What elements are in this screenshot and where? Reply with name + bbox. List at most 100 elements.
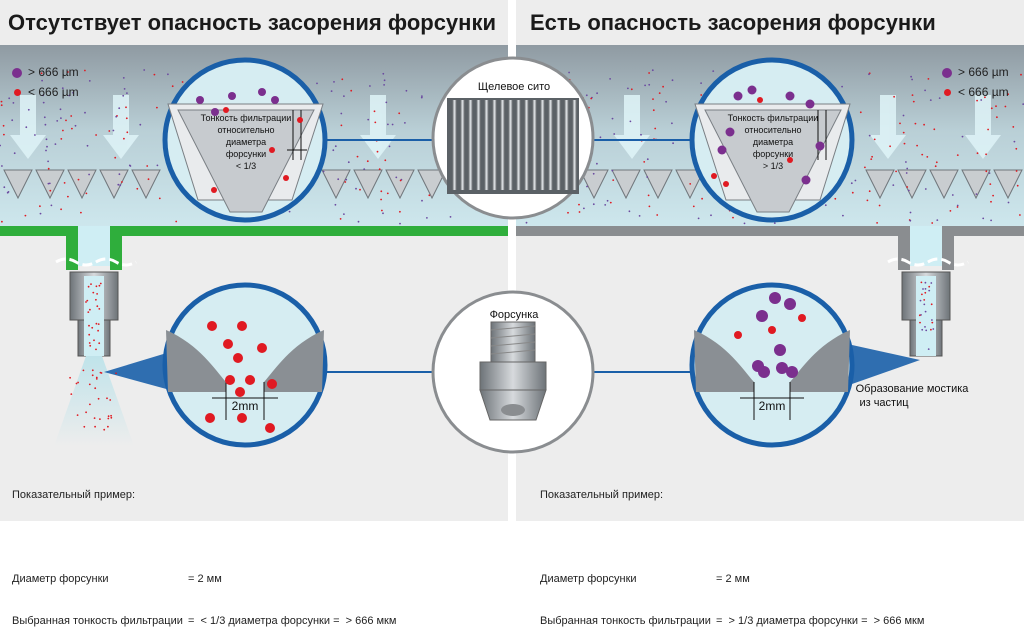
fluid-particle (924, 281, 927, 284)
fluid-particle (850, 182, 853, 185)
left-legend: > 666 µm < 666 µm (12, 62, 79, 102)
fluid-particle (340, 112, 343, 115)
fluid-particle (956, 154, 959, 157)
fluid-particle (383, 84, 385, 86)
left-nozzle-zoom (162, 282, 328, 448)
left-funnel-text-5: < 1/3 (236, 161, 256, 171)
fluid-particle (92, 291, 95, 294)
fluid-particle (927, 78, 930, 80)
fluid-particle (841, 85, 843, 88)
fluid-particle (391, 123, 394, 126)
fluid-particle (399, 179, 402, 182)
fluid-particle (381, 209, 383, 212)
fluid-particle (1, 165, 3, 167)
fluid-particle (911, 78, 913, 81)
big-particle (211, 108, 219, 116)
spray-particle (107, 425, 109, 428)
fluid-particle (578, 211, 581, 213)
fluid-particle (961, 135, 964, 138)
fluid-particle (88, 324, 90, 327)
fluid-particle (606, 199, 609, 202)
big-particle (228, 92, 236, 100)
spray-particle (106, 397, 108, 400)
spray-particle (115, 372, 117, 375)
fluid-particle (80, 211, 82, 214)
fluid-particle (1019, 214, 1021, 216)
fluid-particle (123, 88, 126, 90)
ok-pipe (0, 226, 508, 236)
fluid-particle (930, 303, 933, 306)
fluid-particle (382, 72, 385, 75)
fluid-particle (369, 85, 371, 87)
fluid-particle (380, 198, 382, 201)
fluid-particle (936, 219, 939, 222)
fluid-particle (373, 110, 376, 113)
fluid-particle (627, 87, 629, 90)
small-particle (267, 379, 277, 389)
bad-pipe (516, 226, 1024, 236)
fluid-particle (341, 78, 344, 81)
fluid-particle (334, 145, 337, 148)
small-particle (237, 413, 247, 423)
fluid-particle (72, 91, 74, 94)
fluid-particle (98, 342, 101, 345)
sieve-bar (484, 100, 489, 190)
left-funnel-text-2: относительно (217, 125, 274, 135)
fluid-particle (920, 281, 923, 284)
fluid-particle (87, 311, 90, 313)
fluid-particle (928, 285, 931, 288)
sieve-bar (452, 100, 457, 190)
small-particle (205, 413, 215, 423)
fluid-particle (171, 85, 174, 88)
fluid-particle (923, 303, 926, 306)
right-legend: > 666 µm < 666 µm (942, 62, 1009, 102)
fluid-particle (50, 204, 53, 207)
spray-particle (82, 369, 85, 372)
big-particle (801, 175, 811, 185)
fluid-particle (156, 106, 158, 109)
small-particle (723, 181, 729, 187)
fluid-particle (345, 178, 348, 181)
fluid-particle (112, 129, 115, 132)
fluid-particle (386, 192, 389, 195)
fluid-particle (12, 102, 15, 104)
fluid-particle (77, 178, 80, 181)
fluid-particle (933, 128, 936, 131)
fluid-particle (1012, 126, 1015, 128)
fluid-particle (868, 134, 871, 137)
example-title: Показательный пример: (540, 489, 664, 501)
fluid-particle (3, 133, 5, 136)
fluid-particle (988, 172, 991, 175)
fluid-particle (98, 284, 101, 287)
bridge-caption-1: Образование мостика (856, 383, 970, 395)
fluid-particle (404, 122, 406, 124)
fluid-particle (59, 108, 62, 111)
spray-particle (103, 428, 106, 431)
fluid-particle (88, 333, 91, 336)
legend-big-particle: > 666 µm (942, 62, 1009, 82)
fluid-particle (97, 323, 100, 325)
fluid-particle (60, 138, 63, 140)
big-particle (774, 344, 786, 356)
small-particle (223, 339, 233, 349)
sieve-bar (564, 100, 569, 190)
fluid-particle (1, 220, 3, 223)
fluid-particle (86, 299, 89, 302)
fluid-particle (909, 211, 912, 214)
fluid-particle (95, 322, 98, 325)
fluid-particle (1004, 105, 1007, 108)
fluid-particle (343, 213, 345, 216)
fluid-particle (647, 194, 650, 197)
fluid-particle (366, 160, 369, 163)
fluid-particle (118, 107, 121, 110)
fluid-particle (919, 321, 921, 324)
spray-particle (88, 383, 91, 386)
fluid-particle (919, 299, 922, 302)
fluid-particle (902, 114, 905, 117)
fluid-particle (871, 155, 873, 158)
fluid-particle (710, 214, 712, 217)
fluid-particle (611, 169, 614, 172)
fluid-particle (931, 222, 934, 224)
fluid-particle (918, 314, 921, 317)
fluid-particle (854, 179, 857, 182)
